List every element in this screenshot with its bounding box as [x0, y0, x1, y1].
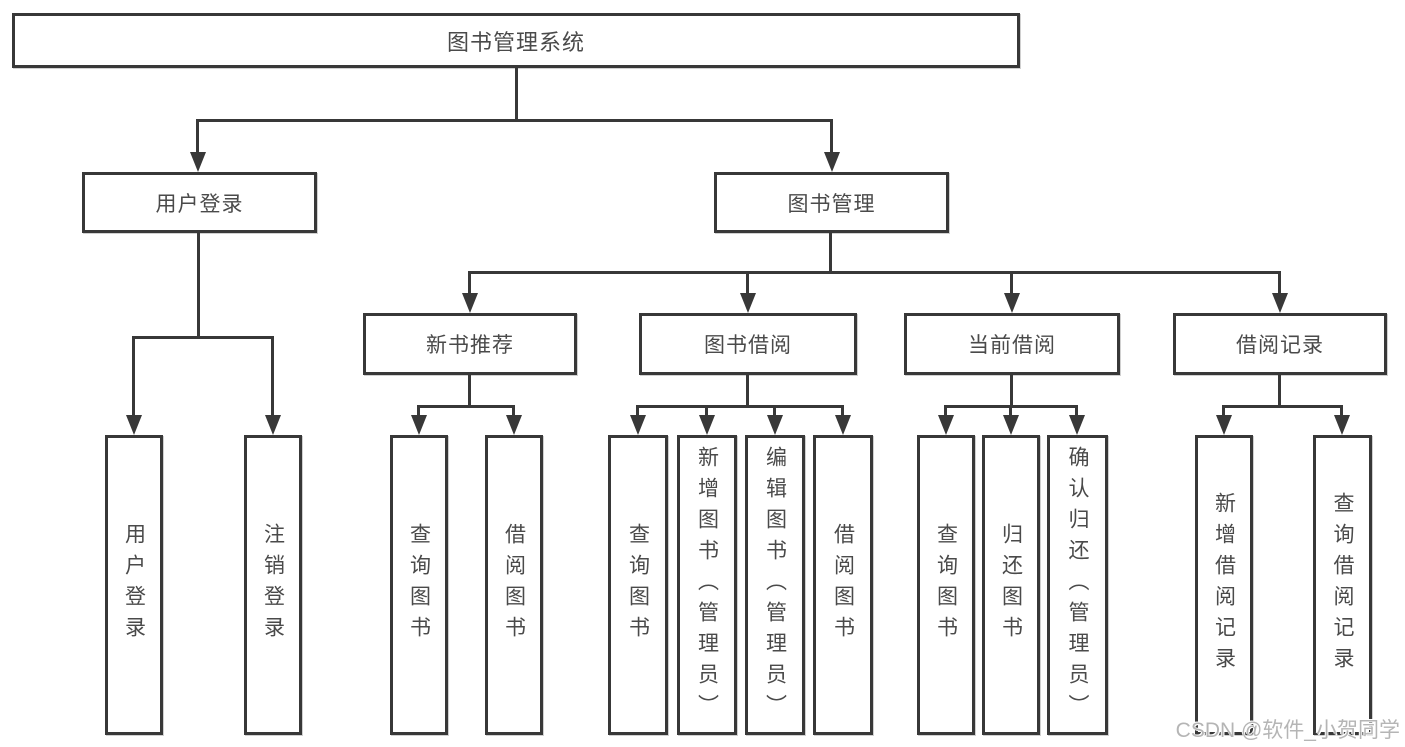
node-borrow-records: 借阅记录 [1173, 313, 1387, 375]
leaf-records-query-record: 查询借阅记录 [1313, 435, 1372, 735]
node-book-management: 图书管理 [714, 172, 949, 233]
leaf-records-add-record: 新增借阅记录 [1195, 435, 1253, 735]
connector-stub-records [1278, 271, 1281, 295]
arrow-down-icon [1334, 415, 1350, 435]
connector-stub [1222, 405, 1225, 419]
connector-stub-borrow [746, 271, 749, 295]
arrow-down-icon [462, 293, 478, 313]
connector-recommend-bar [419, 405, 515, 408]
connector-records-trunk [1278, 375, 1281, 408]
leaf-borrow-edit-books-admin: 编辑图书（管理员） [745, 435, 805, 735]
connector-stub [1340, 405, 1343, 419]
connector-stub [705, 405, 708, 419]
arrow-down-icon [699, 415, 715, 435]
connector-current-bar [946, 405, 1078, 408]
leaf-current-query-books: 查询图书 [917, 435, 975, 735]
connector-stub-user-login [196, 119, 199, 153]
arrow-down-icon [767, 415, 783, 435]
connector-stub-leaf-logout [271, 336, 274, 417]
arrow-down-icon [506, 415, 522, 435]
connector-stub [636, 405, 639, 419]
leaf-recommend-query-books: 查询图书 [390, 435, 448, 735]
connector-current-trunk [1010, 375, 1013, 408]
leaf-current-confirm-return-admin: 确认归还（管理员） [1047, 435, 1108, 735]
arrow-down-icon [1003, 415, 1019, 435]
leaf-recommend-borrow-books: 借阅图书 [485, 435, 543, 735]
arrow-down-icon [1272, 293, 1288, 313]
arrow-down-icon [126, 415, 142, 435]
connector-userlogin-bar [134, 336, 274, 339]
connector-stub [1009, 405, 1012, 419]
arrow-down-icon [938, 415, 954, 435]
connector-bookmgmt-bar [470, 271, 1280, 274]
connector-stub-leaf-user-login [132, 336, 135, 417]
connector-stub [841, 405, 844, 419]
connector-stub [512, 405, 515, 419]
connector-records-bar [1224, 405, 1343, 408]
arrow-down-icon [835, 415, 851, 435]
connector-borrow-trunk [746, 375, 749, 408]
node-book-borrow: 图书借阅 [639, 313, 857, 375]
leaf-borrow-add-books-admin: 新增图书（管理员） [677, 435, 737, 735]
leaf-borrow-borrow-books: 借阅图书 [813, 435, 873, 735]
arrow-down-icon [411, 415, 427, 435]
node-user-login: 用户登录 [82, 172, 317, 233]
connector-bookmgmt-trunk [829, 233, 832, 274]
connector-stub [773, 405, 776, 419]
csdn-watermark: CSDN @软件_小贺同学 [1175, 719, 1400, 742]
connector-root-bar [198, 119, 832, 122]
connector-stub [417, 405, 420, 419]
connector-stub-book-management [830, 119, 833, 153]
connector-borrow-bar [638, 405, 844, 408]
connector-stub [944, 405, 947, 419]
arrow-down-icon [190, 152, 206, 172]
arrow-down-icon [630, 415, 646, 435]
connector-root-trunk [515, 68, 518, 121]
leaf-current-return-books: 归还图书 [982, 435, 1040, 735]
connector-stub-recommend [468, 271, 471, 295]
arrow-down-icon [265, 415, 281, 435]
arrow-down-icon [824, 152, 840, 172]
connector-stub-current [1010, 271, 1013, 295]
leaf-user-login: 用户登录 [105, 435, 163, 735]
node-library-system: 图书管理系统 [12, 13, 1020, 68]
arrow-down-icon [1216, 415, 1232, 435]
arrow-down-icon [1069, 415, 1085, 435]
connector-stub [1075, 405, 1078, 419]
arrow-down-icon [1004, 293, 1020, 313]
leaf-borrow-query-books: 查询图书 [608, 435, 668, 735]
node-current-borrow: 当前借阅 [904, 313, 1120, 375]
connector-userlogin-trunk [197, 233, 200, 338]
connector-recommend-trunk [468, 375, 471, 408]
node-new-book-recommend: 新书推荐 [363, 313, 577, 375]
leaf-logout: 注销登录 [244, 435, 302, 735]
arrow-down-icon [740, 293, 756, 313]
